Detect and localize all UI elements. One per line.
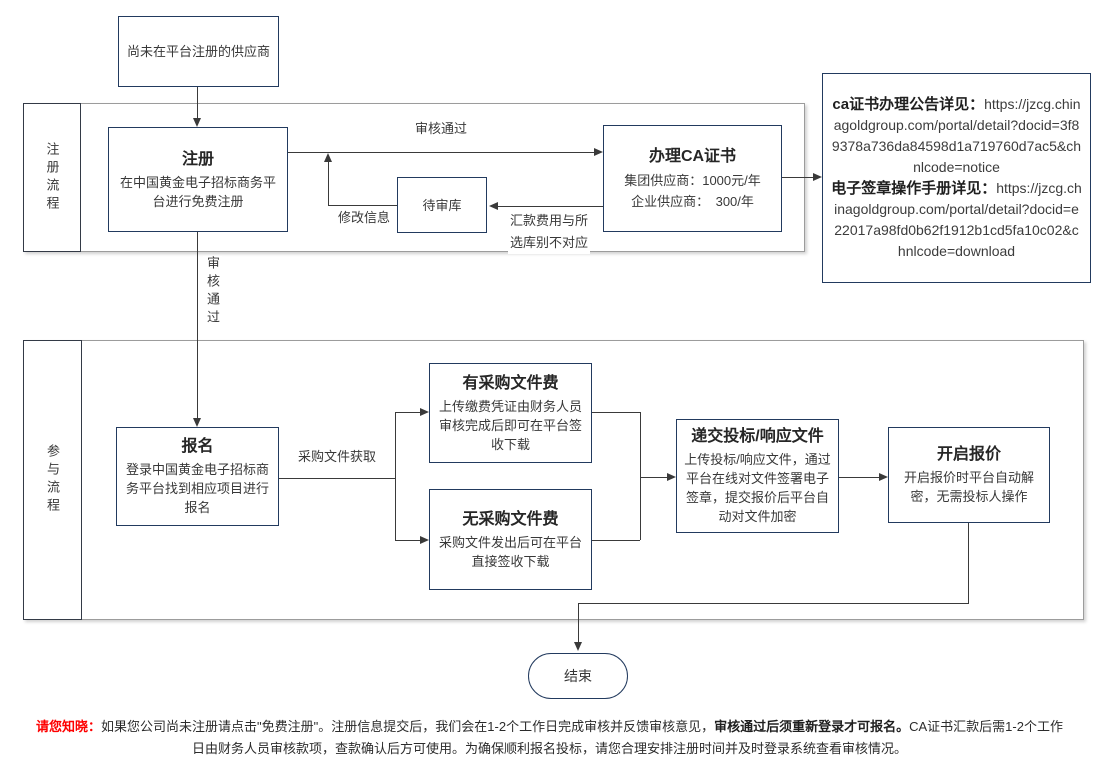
node-register: 注册 在中国黄金电子招标商务平台进行免费注册 <box>108 127 288 232</box>
node-info-links: ca证书办理公告详见：https://jzcg.chinagoldgroup.c… <box>822 73 1091 283</box>
edge-label-approved-vertical: 审核通过 <box>203 256 222 328</box>
node-submit-documents: 递交投标/响应文件 上传投标/响应文件，通过平台在线对文件签署电子签章，提交报价… <box>676 419 839 533</box>
node-submit-title: 递交投标/响应文件 <box>691 428 824 445</box>
edge-pending-left <box>328 205 397 206</box>
edge-label-approved: 审核通过 <box>415 121 468 136</box>
footer-part2: CA证书汇款后需1-2个工作日由财务人员审核款项，查款确认后方可使用。为确保顺利… <box>191 719 1063 756</box>
node-fee-yes-body: 上传缴费凭证由财务人员审核完成后即可在平台签收下载 <box>438 398 582 452</box>
footer-note: 请您知晓：如果您公司尚未注册请点击"免费注册"。注册信息提交后，我们会在1-2个… <box>0 716 1099 760</box>
edge-label-mismatch: 汇款费用与所 选库别不对应 <box>508 210 590 254</box>
node-pending-title: 待审库 <box>422 197 462 213</box>
node-fee-no-title: 无采购文件费 <box>462 510 559 528</box>
node-pending-pool: 待审库 <box>397 177 487 233</box>
info-heading-ca-notice: ca证书办理公告详见： <box>832 96 985 113</box>
node-ca-line1: 集团供应商：1000元/年 <box>624 172 761 188</box>
arrowhead-into-signup <box>193 418 201 427</box>
lane-registration-title: 注册流程 <box>44 141 60 214</box>
edge-bottom-horizontal <box>578 603 969 604</box>
node-signup: 报名 登录中国黄金电子招标商务平台找到相应项目进行报名 <box>116 427 279 526</box>
edge-start-register <box>197 87 198 118</box>
edge-register-signup <box>197 232 198 418</box>
footer-bold: 审核通过后须重新登录才可报名。 <box>714 719 910 734</box>
edge-register-ca <box>288 152 594 153</box>
arrowhead-into-ca <box>594 148 603 156</box>
arrowhead-into-feeyes <box>420 408 429 416</box>
edge-submit-open <box>839 477 879 478</box>
node-open-quote-title: 开启报价 <box>936 446 1001 463</box>
node-fee-no: 无采购文件费 采购文件发出后可在平台直接签收下载 <box>429 489 592 590</box>
info-url-ca-notice: https://jzcg.chinagoldgroup.com/portal/d… <box>831 96 1082 175</box>
node-start: 尚未在平台注册的供应商 <box>118 16 279 87</box>
node-fee-yes-title: 有采购文件费 <box>462 374 559 392</box>
arrowhead-into-pending <box>489 202 498 210</box>
node-fee-no-body: 采购文件发出后可在平台直接签收下载 <box>438 534 582 569</box>
arrowhead-into-end <box>574 642 582 651</box>
edge-label-doc-fetch: 采购文件获取 <box>298 449 377 464</box>
node-signup-title: 报名 <box>181 438 214 455</box>
lane-registration-label: 注册流程 <box>23 103 81 252</box>
arrowhead-into-submit <box>667 473 676 481</box>
edge-pending-up <box>328 162 329 205</box>
edge-into-end <box>578 603 579 642</box>
info-heading-signature-manual: 电子签章操作手册详见： <box>831 180 997 197</box>
edge-label-mismatch-line2: 选库别不对应 <box>509 235 588 250</box>
node-ca-line2: 企业供应商： 300/年 <box>631 193 754 209</box>
edge-ca-pending <box>498 206 603 207</box>
lane-participation-title: 参与流程 <box>45 444 60 516</box>
edge-split-feeno <box>395 540 420 541</box>
node-end-title: 结束 <box>564 667 592 684</box>
node-register-body: 在中国黄金电子招标商务平台进行免费注册 <box>119 174 276 209</box>
edge-open-down <box>968 523 969 603</box>
arrowhead-modify-up <box>324 153 332 162</box>
node-signup-body: 登录中国黄金电子招标商务平台找到相应项目进行报名 <box>125 462 269 515</box>
edge-merge-submit <box>640 477 667 478</box>
node-ca-certificate: 办理CA证书 集团供应商：1000元/年 企业供应商： 300/年 <box>603 125 782 232</box>
node-open-quote: 开启报价 开启报价时平台自动解密，无需投标人操作 <box>888 427 1050 523</box>
edge-signup-split-h <box>279 478 395 479</box>
edge-label-modify-info: 修改信息 <box>338 210 391 225</box>
edge-feeno-merge <box>592 540 640 541</box>
node-fee-yes: 有采购文件费 上传缴费凭证由财务人员审核完成后即可在平台签收下载 <box>429 363 592 463</box>
node-ca-title: 办理CA证书 <box>648 147 737 165</box>
edge-feeyes-merge <box>592 412 640 413</box>
footer-part1: 如果您公司尚未注册请点击"免费注册"。注册信息提交后，我们会在1-2个工作日完成… <box>101 719 715 734</box>
node-register-title: 注册 <box>181 150 214 168</box>
node-open-quote-body: 开启报价时平台自动解密，无需投标人操作 <box>903 470 1034 504</box>
node-submit-body: 上传投标/响应文件，通过平台在线对文件签署电子签章，提交报价后平台自动对文件加密 <box>684 452 831 524</box>
lane-participation-label: 参与流程 <box>23 340 82 620</box>
arrowhead-into-open <box>879 473 888 481</box>
edge-ca-info <box>782 177 813 178</box>
edge-label-mismatch-line1: 汇款费用与所 <box>509 213 588 228</box>
arrowhead-into-info <box>813 173 822 181</box>
edge-split-feeyes <box>395 412 420 413</box>
node-start-title: 尚未在平台注册的供应商 <box>126 44 270 59</box>
edge-split-vertical <box>395 412 396 540</box>
footer-lead: 请您知晓： <box>36 719 102 734</box>
edge-merge-vertical <box>640 412 641 540</box>
arrowhead-into-register <box>193 118 201 127</box>
node-end: 结束 <box>528 653 628 699</box>
info-url-signature-manual: https://jzcg.chinagoldgroup.com/portal/d… <box>834 180 1082 259</box>
arrowhead-into-feeno <box>420 536 429 544</box>
